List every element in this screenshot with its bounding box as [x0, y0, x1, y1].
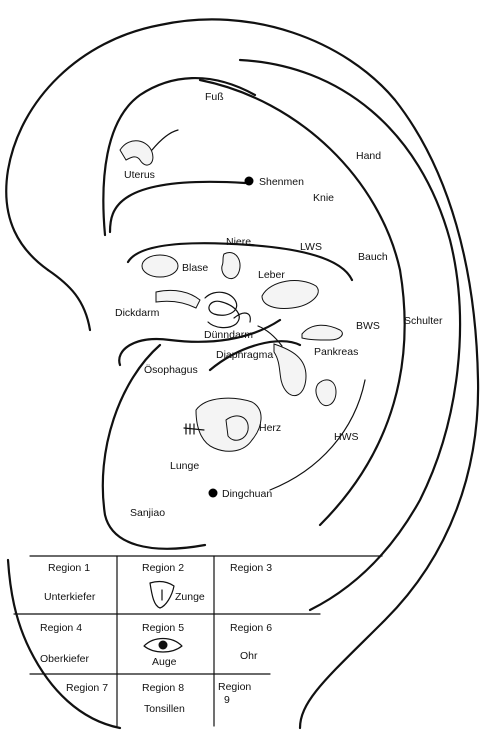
small-intestine-icon: [205, 292, 250, 327]
region-7-title: Region 7: [66, 682, 108, 694]
label-oesophagus: Ösophagus: [144, 364, 198, 376]
label-schulter: Schulter: [404, 315, 443, 327]
region-5-label: Auge: [152, 656, 177, 668]
uterus-icon: [120, 130, 178, 165]
tragus-line: [48, 270, 90, 330]
label-diaphragma: Diaphragma: [216, 349, 273, 361]
eye-icon: [144, 639, 182, 653]
label-blase: Blase: [182, 262, 208, 274]
colon-icon: [156, 290, 200, 308]
region-1-title: Region 1: [48, 562, 90, 574]
label-fuss: Fuß: [205, 91, 224, 103]
label-shenmen: Shenmen: [259, 176, 304, 188]
label-lunge: Lunge: [170, 460, 199, 472]
shenmen-point: [245, 177, 254, 186]
heart-lung-icon: [184, 398, 261, 451]
label-dickdarm: Dickdarm: [115, 307, 160, 319]
region-6-title: Region 6: [230, 622, 272, 634]
label-knie: Knie: [313, 192, 334, 204]
dingchuan-point: [209, 489, 218, 498]
label-sanjiao: Sanjiao: [130, 507, 165, 519]
label-uterus: Uterus: [124, 169, 155, 181]
stomach-small-icon: [316, 380, 336, 406]
intertragic-notch: [8, 560, 120, 728]
bladder-icon: [142, 255, 178, 277]
kidney-icon: [222, 253, 240, 279]
label-niere: Niere: [226, 236, 251, 248]
label-duenndarm: Dünndarm: [204, 329, 253, 341]
diaphragma-icon: [274, 344, 306, 396]
label-hand: Hand: [356, 150, 381, 162]
tongue-icon: [150, 582, 174, 608]
pancreas-icon: [302, 325, 342, 340]
region-5-title: Region 5: [142, 622, 184, 634]
region-8-label: Tonsillen: [144, 703, 185, 715]
label-hws: HWS: [334, 431, 359, 443]
label-bws: BWS: [356, 320, 380, 332]
label-herz: Herz: [259, 422, 281, 434]
region-2-label: Zunge: [175, 591, 205, 603]
label-bauch: Bauch: [358, 251, 388, 263]
label-dingchuan: Dingchuan: [222, 488, 272, 500]
region-6-label: Ohr: [240, 650, 258, 662]
region-4-label: Oberkiefer: [40, 653, 90, 665]
label-pankreas: Pankreas: [314, 346, 358, 358]
region-1-label: Unterkiefer: [44, 591, 96, 603]
region-4-title: Region 4: [40, 622, 82, 634]
region-8-title: Region 8: [142, 682, 184, 694]
lobe-region-grid: [14, 556, 382, 726]
label-lws: LWS: [300, 241, 322, 253]
helix-inner-rim: [240, 60, 460, 610]
label-leber: Leber: [258, 269, 285, 281]
antihelix-upper-branch: [110, 182, 245, 232]
region-3-title: Region 3: [230, 562, 272, 574]
liver-icon: [262, 281, 318, 309]
region-2-title: Region 2: [142, 562, 184, 574]
